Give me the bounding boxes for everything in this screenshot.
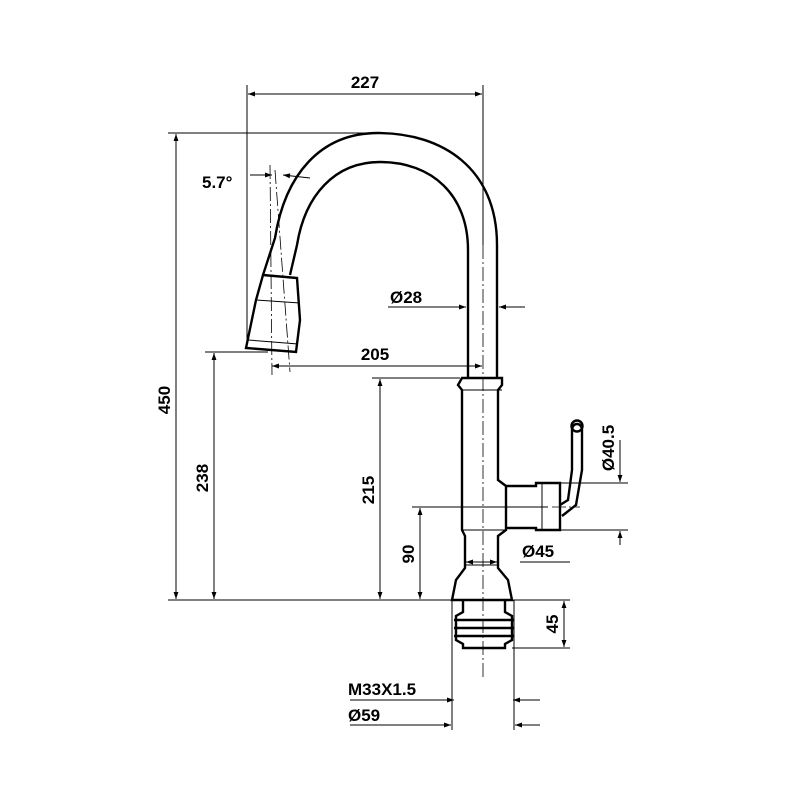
label-handle-height: 90 (399, 545, 418, 564)
label-tilt-angle: 5.7° (202, 173, 233, 192)
spray-head (244, 273, 302, 354)
dimension-lines (173, 91, 623, 728)
extension-lines (168, 85, 628, 730)
label-spout-reach: 227 (351, 73, 379, 92)
spray-head-lip (247, 339, 299, 345)
label-spout-diameter: Ø28 (390, 288, 422, 307)
dim-line-angle-right (282, 173, 311, 179)
label-base-diameter: Ø59 (348, 706, 380, 725)
label-spout-height: 238 (193, 464, 212, 492)
handle-lever (559, 422, 584, 517)
label-handle-diameter: Ø40.5 (599, 425, 618, 471)
spout-inner (288, 160, 470, 378)
label-outlet-reach: 205 (361, 345, 389, 364)
label-body-diameter: Ø45 (522, 542, 554, 561)
handle-connector (506, 481, 562, 532)
center-lines (269, 164, 580, 680)
faucet-outline (244, 131, 584, 650)
label-body-height: 215 (359, 476, 378, 504)
spout-outer (261, 131, 499, 378)
spray-head-band (255, 299, 301, 304)
dimension-labels: 227 5.7° Ø28 205 450 238 215 90 Ø40.5 Ø4… (155, 73, 618, 725)
label-overall-height: 450 (155, 386, 174, 414)
label-base-height: 45 (543, 615, 562, 634)
spray-centerline (269, 164, 273, 376)
body-column (450, 376, 514, 602)
label-thread: M33X1.5 (348, 680, 416, 699)
spray-tilt-line (274, 169, 291, 373)
base-thread (454, 600, 514, 650)
handle-knob (570, 419, 584, 433)
